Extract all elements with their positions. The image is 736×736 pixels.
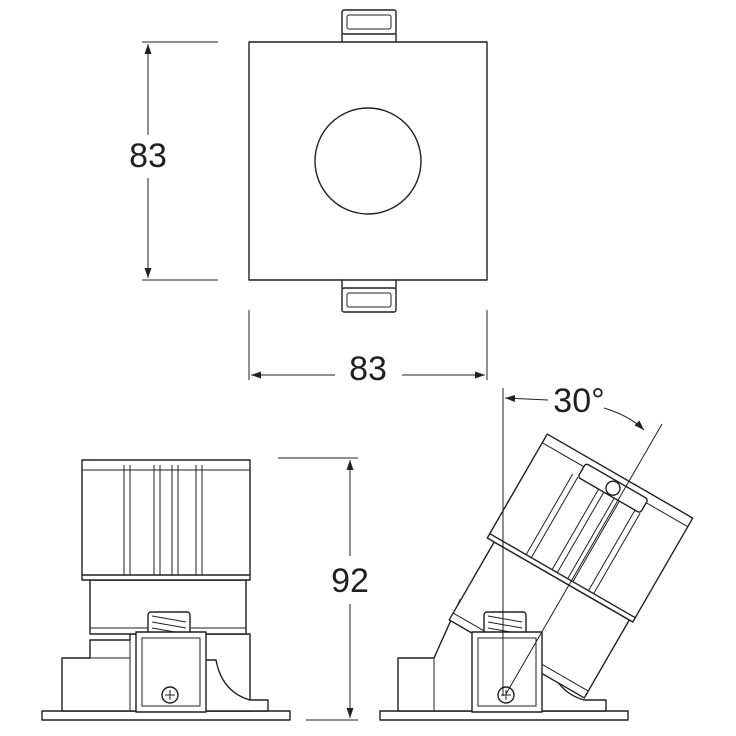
width-dimension: 83 bbox=[248, 310, 488, 388]
side-height-dimension: 92 bbox=[278, 457, 369, 721]
angle-dim-label: 30° bbox=[553, 382, 604, 420]
heatsink-tilted bbox=[486, 433, 694, 623]
side-height-dim-label: 92 bbox=[331, 562, 369, 600]
screw-icon-tilted bbox=[497, 686, 515, 704]
heatsink-straight bbox=[81, 459, 251, 581]
bottom-clip bbox=[341, 279, 397, 313]
screw-icon bbox=[161, 686, 179, 704]
height-dimension: 83 bbox=[129, 41, 218, 281]
angle-dimension: 30° bbox=[502, 382, 663, 696]
top-view: 83 83 bbox=[129, 9, 488, 388]
side-view-straight: 92 bbox=[41, 457, 369, 721]
spring-clip-straight bbox=[135, 611, 207, 713]
aperture-circle bbox=[314, 107, 422, 215]
width-dim-label: 83 bbox=[349, 350, 387, 388]
top-clip bbox=[341, 9, 397, 43]
spring-clip-tilted bbox=[471, 611, 543, 713]
faceplate bbox=[248, 41, 488, 281]
height-dim-label: 83 bbox=[129, 137, 167, 175]
side-view-tilted: 30° bbox=[379, 382, 694, 721]
